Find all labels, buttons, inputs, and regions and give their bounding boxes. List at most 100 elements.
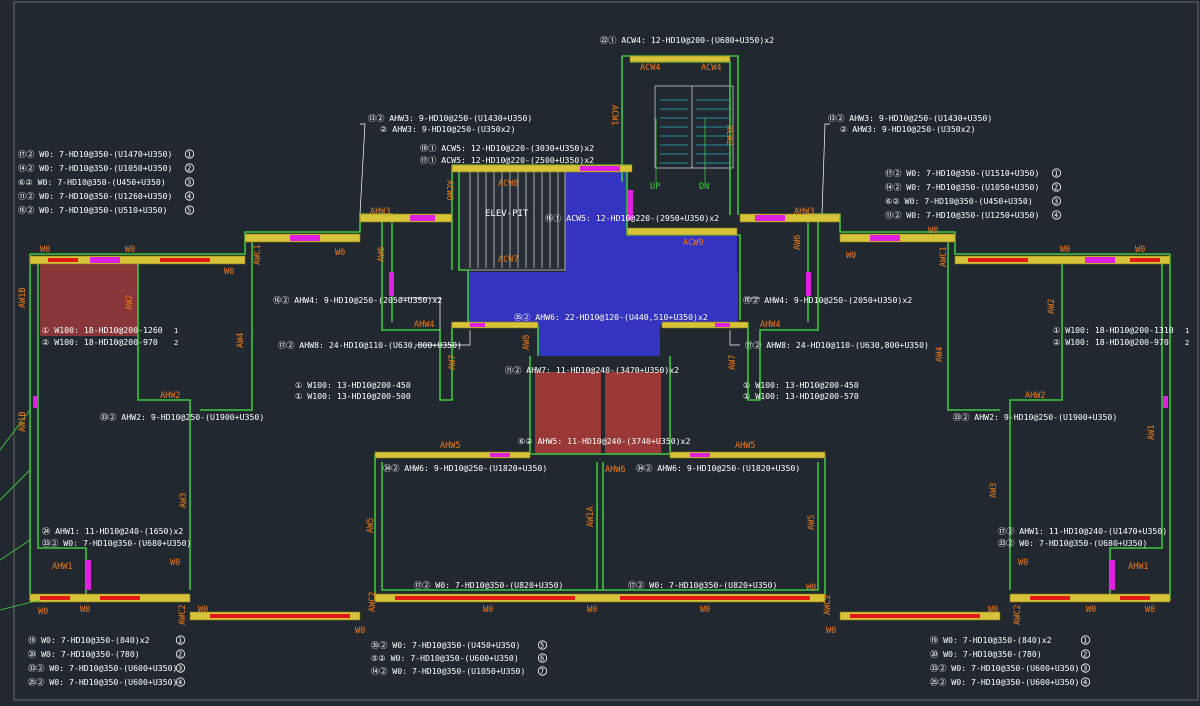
slab-blue-lower (538, 326, 660, 356)
svg-text:AW1: AW1 (1147, 425, 1157, 440)
svg-text:W0: W0 (355, 626, 365, 636)
slab-blue-right (627, 235, 737, 275)
rebar-note: ⑪② W0: 7-HD10@350-(U1250+U350) (885, 210, 1039, 220)
note-number-circle (1051, 210, 1062, 220)
svg-text:W0: W0 (700, 605, 710, 615)
note-number-circle (184, 177, 195, 187)
element-labels: ACW4 ACW4 ACW2 ACW1 ACW6 ACW8 ACW7 ACW9 … (18, 63, 1157, 636)
bottom-notes-mid: ㉟② W0: 7-HD10@350-(U450+U350)5⑤② W0: 7-H… (371, 640, 548, 676)
svg-text:AHW1: AHW1 (1128, 562, 1148, 572)
note-number-circle (1051, 196, 1062, 206)
svg-text:W0: W0 (1086, 605, 1096, 615)
rebar-note: ㉝② W0: 7-HD10@350-(U600+U350) (930, 663, 1079, 673)
svg-text:ACW8: ACW8 (498, 179, 518, 189)
svg-text:ACW2: ACW2 (724, 125, 734, 145)
svg-text:AW2: AW2 (1047, 299, 1057, 314)
svg-text:㉔ AHW1: 11-HD10@240-(1650)x2: ㉔ AHW1: 11-HD10@240-(1650)x2 (42, 526, 183, 536)
note-number-circle (175, 663, 186, 673)
svg-text:⑯② AHW4: 9-HD10@250-(2050+U350: ⑯② AHW4: 9-HD10@250-(2050+U350)x2 (273, 295, 442, 305)
svg-text:① W100: 13-HD10@200-570: ① W100: 13-HD10@200-570 (743, 391, 859, 401)
rebar-note: ⑳ W0: 7-HD10@350-(780) (28, 649, 140, 659)
rebar-note: ⑥② W0: 7-HD10@350-(U450+U350) (18, 177, 166, 187)
svg-text:⑥② AHW5: 11-HD10@240-(3740+U35: ⑥② AHW5: 11-HD10@240-(3740+U350)x2 (518, 436, 690, 446)
svg-text:DN: DN (699, 182, 709, 192)
note-number: 5 (187, 207, 191, 215)
rebar-note: ⑭② W0: 7-HD10@350-(U1050+U350) (885, 182, 1039, 192)
svg-text:W0: W0 (1060, 245, 1070, 255)
rebar-note: ⑳ W0: 7-HD10@350-(780) (930, 649, 1042, 659)
svg-text:W0: W0 (806, 583, 816, 593)
note-number-circle (537, 640, 548, 650)
note-number: 7 (540, 668, 544, 676)
svg-text:W0: W0 (587, 605, 597, 615)
slab-red-room-left (40, 262, 138, 336)
svg-text:① W100: 13-HD10@200-450: ① W100: 13-HD10@200-450 (743, 380, 859, 390)
svg-text:AWC1: AWC1 (253, 245, 263, 265)
svg-text:ELEV-PIT: ELEV-PIT (485, 209, 529, 219)
svg-text:AWC2: AWC2 (178, 605, 188, 625)
svg-text:AHW1: AHW1 (52, 562, 72, 572)
rebar-note: ⑤② W0: 7-HD10@350-(U600+U350) (371, 653, 519, 663)
slab-red-right (605, 372, 661, 454)
svg-text:AHW2: AHW2 (160, 391, 180, 401)
svg-text:AHW5: AHW5 (735, 441, 755, 451)
note-number-circle (537, 666, 548, 676)
note-number: 1 (178, 637, 182, 645)
slab-blue-upper (565, 172, 627, 272)
note-number: 2 (1083, 651, 1087, 659)
svg-text:W0: W0 (826, 626, 836, 636)
svg-text:1: 1 (174, 327, 178, 335)
svg-text:W0: W0 (846, 251, 856, 261)
svg-text:⑯① ACW5: 12-HD10@220-(2950+U35: ⑯① ACW5: 12-HD10@220-(2950+U350)x2 (545, 213, 719, 223)
svg-text:AW6: AW6 (377, 247, 387, 262)
rebar-note: ⑪② W0: 7-HD10@350-(U1260+U350) (18, 191, 172, 201)
svg-text:AW1A: AW1A (586, 507, 596, 527)
svg-text:⑰② W0: 7-HD10@350-(U820+U350): ⑰② W0: 7-HD10@350-(U820+U350) (414, 580, 563, 590)
svg-text:W0: W0 (125, 245, 135, 255)
svg-text:AW3: AW3 (179, 493, 189, 508)
drawing-border (13, 1, 1199, 701)
note-number: 3 (1054, 198, 1058, 206)
note-number: 3 (178, 665, 182, 673)
svg-text:W0: W0 (198, 605, 208, 615)
note-number: 3 (187, 179, 191, 187)
svg-text:AW2: AW2 (125, 295, 135, 310)
svg-text:⑬② AHW3: 9-HD10@250-(U1430+U35: ⑬② AHW3: 9-HD10@250-(U1430+U350) (828, 113, 992, 123)
svg-text:① W100: 18-HD10@200-1310: ① W100: 18-HD10@200-1310 (1053, 325, 1174, 335)
note-number: 6 (540, 655, 544, 663)
note-number-circle (175, 649, 186, 659)
svg-text:AHW3: AHW3 (370, 207, 390, 217)
svg-text:⑪② AHW7: 11-HD10@240-(3470+U35: ⑪② AHW7: 11-HD10@240-(3470+U350)x2 (505, 365, 679, 375)
elevator-pit-hatch (458, 169, 566, 271)
svg-text:② AHW3: 9-HD10@250-(U350x2): ② AHW3: 9-HD10@250-(U350x2) (380, 124, 516, 134)
note-number: 4 (1083, 679, 1087, 687)
svg-text:⑰② AHW8: 24-HD10@110-(U630,800: ⑰② AHW8: 24-HD10@110-(U630,800+U350) (278, 340, 462, 350)
note-number-circle (184, 163, 195, 173)
note-number: 2 (178, 651, 182, 659)
svg-text:AW4: AW4 (935, 347, 945, 362)
note-number: 1 (1054, 170, 1058, 178)
svg-text:W0: W0 (80, 605, 90, 615)
rebar-note: ⑭② W0: 7-HD10@350-(U1050+U350) (371, 666, 525, 676)
svg-text:ACW1: ACW1 (609, 105, 619, 125)
rebar-note: ㉕② W0: 7-HD10@350-(U600+U350) (28, 677, 177, 687)
note-number-circle (184, 191, 195, 201)
rebar-note: ⑲ W0: 7-HD10@350-(840)x2 (930, 635, 1052, 645)
svg-text:W0: W0 (1135, 245, 1145, 255)
svg-text:UP: UP (650, 182, 660, 192)
svg-text:AW3: AW3 (989, 483, 999, 498)
note-number-circle (175, 677, 186, 687)
svg-text:W0: W0 (928, 226, 938, 236)
svg-text:AW5: AW5 (807, 515, 817, 530)
slab-red-left (535, 372, 601, 454)
svg-text:AWC1: AWC1 (939, 247, 949, 267)
svg-text:② W100: 18-HD10@200-970: ② W100: 18-HD10@200-970 (42, 337, 158, 347)
note-number-circle (184, 205, 195, 215)
svg-text:⑰② AHW1: 11-HD10@240-(U1470+U3: ⑰② AHW1: 11-HD10@240-(U1470+U350) (998, 526, 1167, 536)
svg-text:W0: W0 (1145, 605, 1155, 615)
svg-text:AW5: AW5 (366, 518, 376, 533)
